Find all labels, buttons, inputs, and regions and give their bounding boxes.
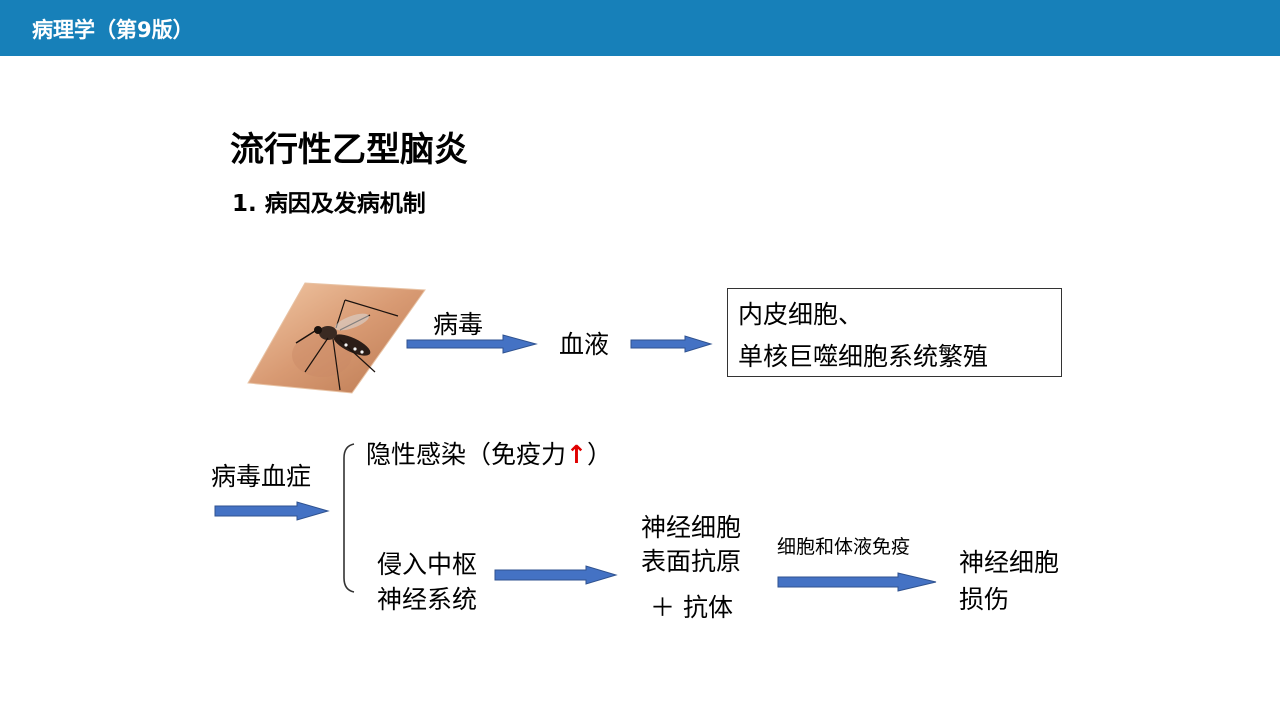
- node-damage-line1: 神经细胞: [959, 548, 1060, 577]
- node-invade-line2: 神经系统: [377, 585, 478, 614]
- increase-arrow-icon: ↑: [566, 440, 587, 469]
- node-invade-line1: 侵入中枢: [377, 550, 478, 579]
- arrow-immune-to-damage: [777, 572, 937, 592]
- header-title: 病理学（第9版）: [32, 18, 194, 42]
- box-line-2: 单核巨噬细胞系统繁殖: [738, 342, 989, 371]
- arrow-virus-to-blood: [406, 334, 538, 354]
- latent-infection-text: 隐性感染（免疫力: [366, 440, 567, 469]
- slide-title: 流行性乙型脑炎: [230, 130, 468, 170]
- header-bar: 病理学（第9版）: [0, 0, 1280, 56]
- arrow-label-immune: 细胞和体液免疫: [777, 536, 911, 558]
- mosquito-icon: [295, 299, 399, 391]
- node-viremia: 病毒血症: [211, 462, 312, 491]
- latent-infection-close: ）: [586, 440, 612, 469]
- box-line-1: 内皮细胞、: [738, 300, 864, 329]
- arrow-blood-to-box: [630, 335, 713, 353]
- node-antigen-line1: 神经细胞: [641, 513, 742, 542]
- arrow-label-virus: 病毒: [433, 310, 484, 339]
- node-endothelial-box: 内皮细胞、 单核巨噬细胞系统繁殖: [727, 288, 1062, 377]
- node-antibody: ＋ 抗体: [650, 593, 733, 622]
- slide-subtitle: 1. 病因及发病机制: [232, 191, 426, 217]
- branch-brace: [343, 443, 355, 593]
- arrow-invade-to-antigen: [494, 565, 618, 585]
- node-blood: 血液: [559, 330, 610, 359]
- node-damage-line2: 损伤: [959, 585, 1010, 614]
- arrow-viremia: [214, 501, 330, 521]
- node-latent-infection: 隐性感染（免疫力↑）: [366, 438, 612, 472]
- node-antigen-line2: 表面抗原: [641, 547, 742, 576]
